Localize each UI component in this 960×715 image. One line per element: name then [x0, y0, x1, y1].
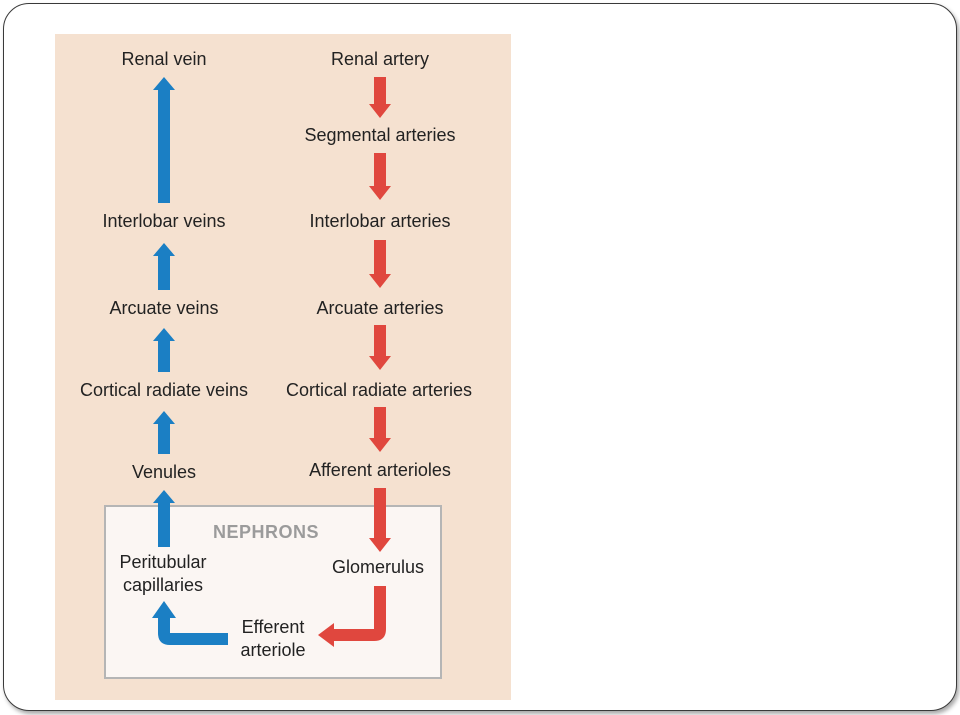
label-peritubular-capillaries: Peritubular capillaries — [119, 552, 207, 595]
label-glomerulus: Glomerulus — [331, 557, 425, 577]
label-arcuate-veins: Arcuate veins — [109, 298, 219, 318]
label-nephrons: NEPHRONS — [213, 522, 320, 542]
label-efferent-arteriole: Efferent arteriole — [240, 617, 306, 660]
label-interlobar-veins: Interlobar veins — [102, 211, 226, 231]
label-interlobar-arteries: Interlobar arteries — [309, 211, 451, 231]
label-renal-vein: Renal vein — [121, 49, 207, 69]
label-cortical-radiate-arteries: Cortical radiate arteries — [285, 380, 473, 400]
label-arcuate-arteries: Arcuate arteries — [316, 298, 444, 318]
label-cortical-radiate-veins: Cortical radiate veins — [79, 380, 249, 400]
label-segmental-arteries: Segmental arteries — [304, 125, 456, 145]
label-afferent-arterioles: Afferent arterioles — [309, 460, 451, 480]
label-renal-artery: Renal artery — [330, 49, 430, 69]
label-venules: Venules — [131, 462, 197, 482]
